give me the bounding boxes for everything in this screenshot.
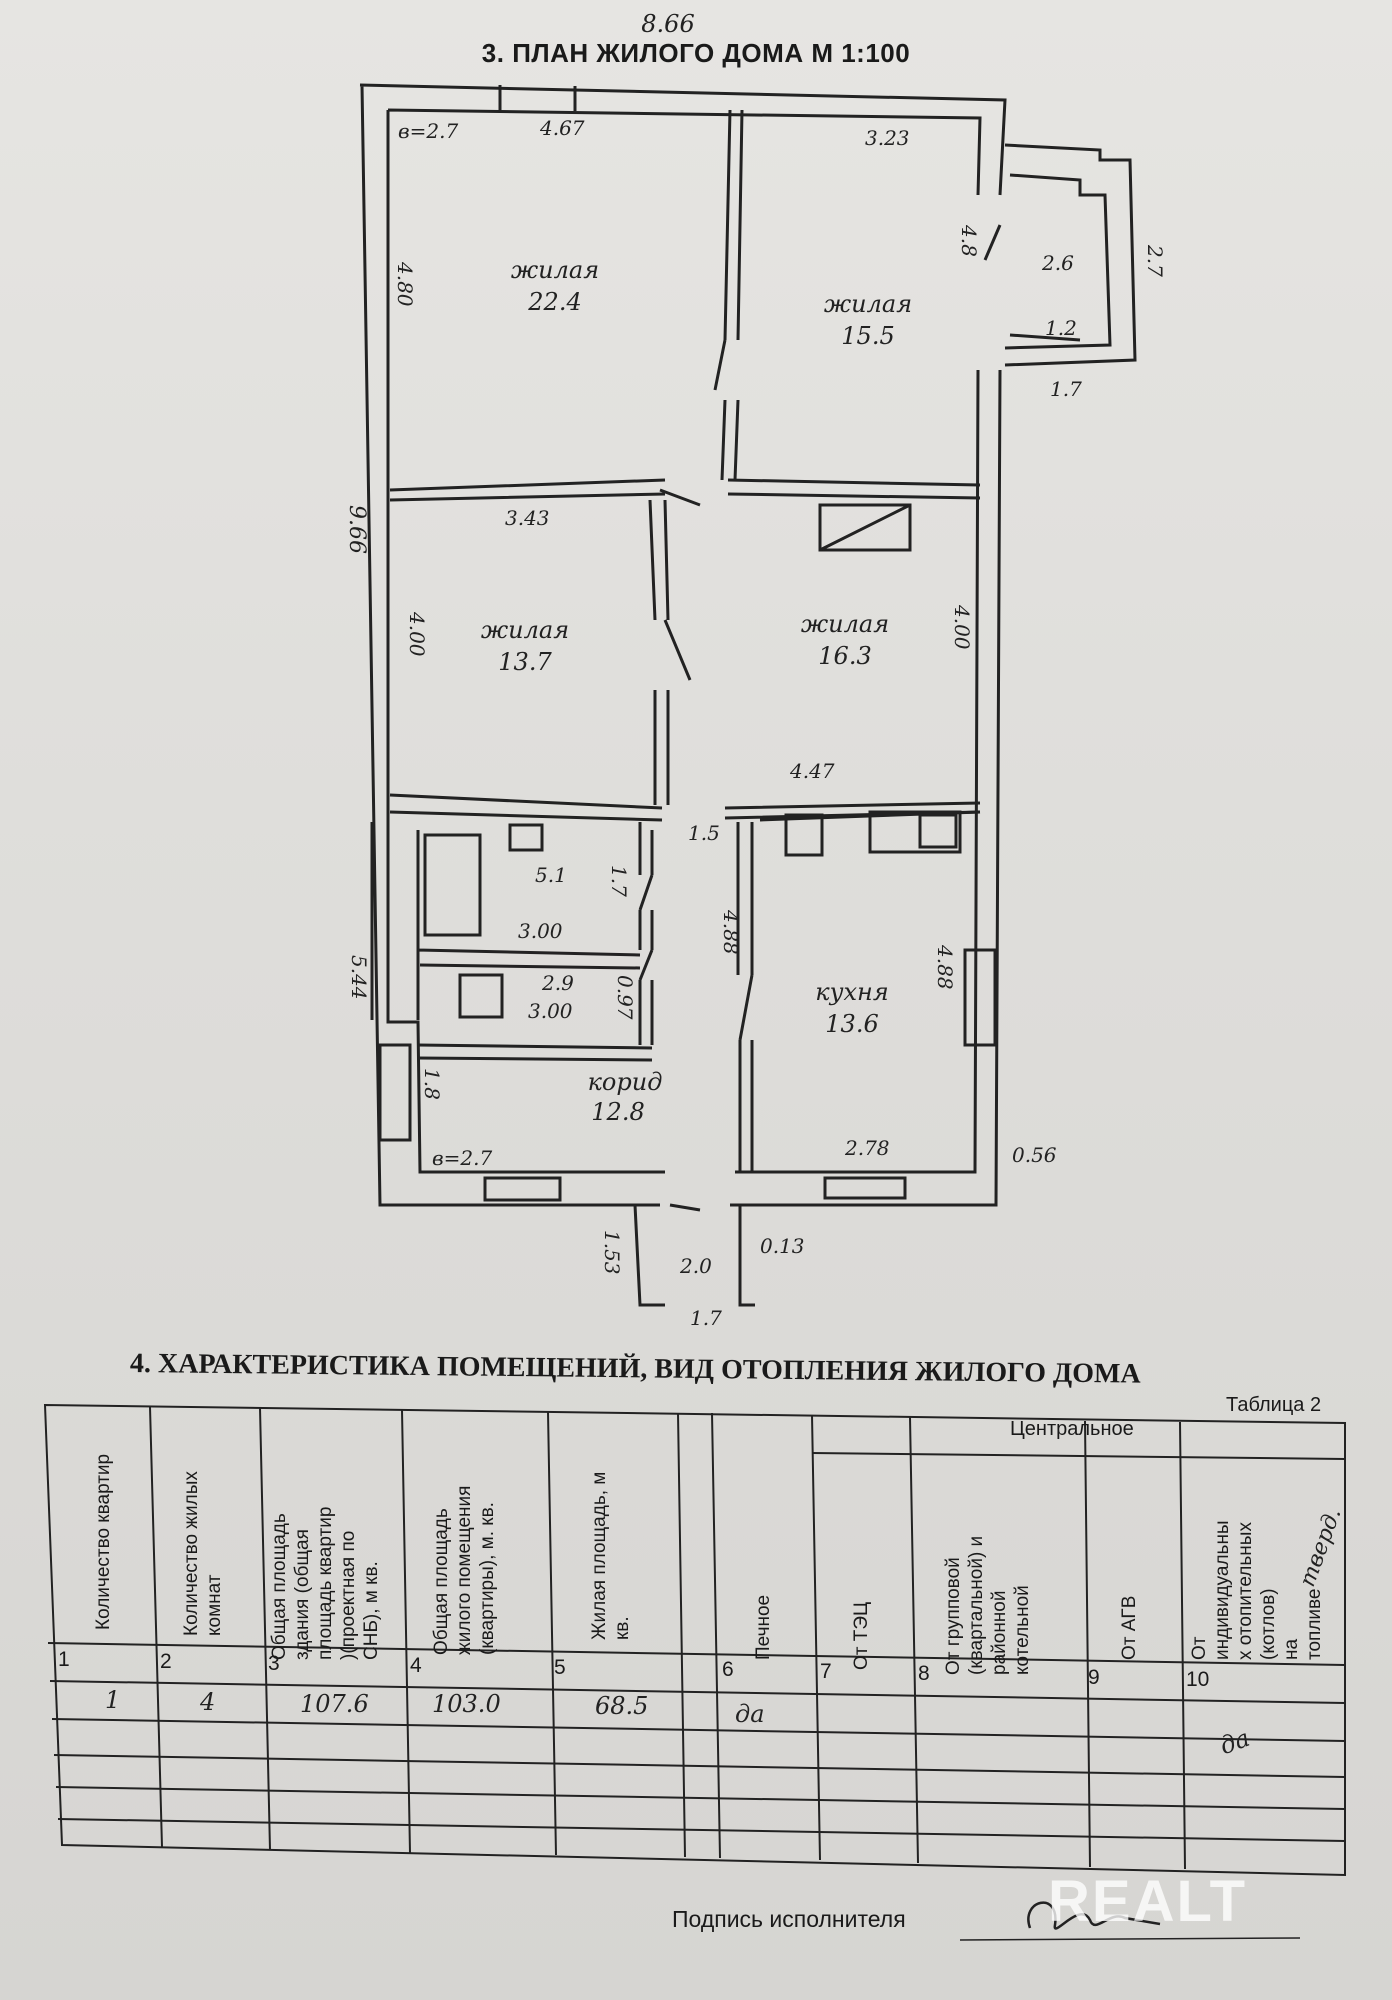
plan-title: 3. ПЛАН ЖИЛОГО ДОМА М 1:100 (481, 38, 911, 68)
dim: 1.2 (1045, 316, 1077, 340)
col-number: 6 (722, 1658, 734, 1681)
dim: 1.7 (690, 1306, 722, 1330)
col-number: 2 (160, 1650, 172, 1673)
dim: 1.8 (420, 1068, 444, 1100)
wall-mid-vertical (648, 499, 670, 805)
dim: 1.53 (600, 1230, 624, 1275)
ceiling-height: в=2.7 (398, 119, 458, 143)
room-area: 16.3 (818, 642, 871, 670)
cell-stove-heating: да (735, 1700, 765, 1728)
dim: 2.0 (679, 1254, 712, 1278)
kitchen-sink (784, 813, 824, 857)
col-header: Жилая площадь, м кв. (589, 1471, 633, 1640)
stove-burners (918, 813, 958, 849)
col-header: Общая площадь здания (общая площадь квар… (269, 1506, 382, 1660)
dim: 4.47 (789, 759, 835, 783)
ceiling-height: в=2.7 (432, 1146, 492, 1170)
col-number: 10 (1186, 1668, 1210, 1691)
room-area: 22.4 (527, 288, 581, 316)
toilet (458, 973, 504, 1019)
table-label: Таблица 2 (1226, 1394, 1322, 1416)
stove (868, 810, 962, 854)
dim: 4.88 (933, 944, 957, 990)
col-header: Количество квартир (93, 1453, 114, 1630)
room-name: корид (588, 1068, 663, 1096)
overall-width: 8.66 (641, 10, 694, 38)
wall-top-row (389, 478, 981, 502)
dim: 5.44 (347, 955, 371, 1000)
dim: 4.88 (719, 909, 743, 955)
realt-watermark: REALT (1048, 1869, 1248, 1934)
col-header: Количество жилых комнат (181, 1471, 225, 1636)
door-swing (638, 224, 1002, 1212)
dim: 3.23 (865, 126, 910, 150)
col-number: 5 (554, 1656, 566, 1679)
group-header: Центральное (1010, 1418, 1134, 1440)
dim: 0.56 (1012, 1143, 1057, 1167)
col-number: 8 (918, 1662, 930, 1685)
col-header: Печное (753, 1594, 774, 1660)
dim: 3.43 (505, 506, 550, 530)
wall-mid-bottom (389, 793, 981, 822)
wall-top-vertical (720, 109, 744, 481)
characteristics-table (43, 1403, 1346, 1877)
col-header: От ТЭЦ (851, 1601, 872, 1670)
room-name: жилая (481, 616, 569, 644)
dim: 3.00 (528, 999, 573, 1023)
outer-wall (359, 83, 1007, 1207)
cell-total-building-area: 107.6 (300, 1690, 369, 1718)
cell-apartments: 1 (105, 1686, 121, 1714)
cell-living-area: 68.5 (595, 1692, 649, 1720)
sink-1 (508, 823, 544, 852)
room-area: 15.5 (841, 322, 894, 350)
dim: 4.00 (405, 611, 429, 657)
col-number: 9 (1088, 1666, 1100, 1689)
dim: 2.9 (541, 971, 574, 995)
col-number: 4 (410, 1654, 422, 1677)
room-area: 13.6 (825, 1010, 878, 1038)
dim: 4.8 (957, 224, 981, 257)
dim: 4.80 (393, 261, 417, 307)
col-header: От групповой (квартальной) и районной ко… (943, 1535, 1033, 1675)
dim: 2.7 (1143, 244, 1167, 277)
overall-height: 9.66 (344, 505, 369, 554)
col-number: 3 (268, 1652, 280, 1675)
dim: 3.00 (518, 919, 563, 943)
col-number: 7 (820, 1660, 832, 1683)
col-header: Общая площадь жилого помещения (квартиры… (431, 1485, 498, 1655)
chimney (818, 503, 912, 552)
room-name: кухня (815, 978, 889, 1006)
dim: 2.6 (1041, 251, 1074, 275)
dim: 1.7 (1050, 377, 1082, 401)
dim: 4.67 (539, 116, 585, 140)
col-number: 1 (58, 1648, 70, 1671)
floor-plan: жилая 22.4 жилая 15.5 жилая 13.7 жилая 1… (344, 10, 1167, 1330)
dim: 5.1 (535, 863, 567, 887)
bathtub (423, 833, 482, 937)
room-area: 13.7 (498, 648, 552, 676)
dim: 0.13 (760, 1234, 805, 1258)
room-name: жилая (801, 610, 889, 638)
room-name: жилая (511, 256, 599, 284)
dim: 2.78 (844, 1136, 890, 1160)
signature-line (960, 1901, 1301, 1941)
cell-total-dwelling-area: 103.0 (432, 1690, 501, 1718)
room-area: 12.8 (591, 1098, 644, 1126)
col-header: От АГВ (1119, 1595, 1140, 1660)
signature-label: Подпись исполнителя (672, 1906, 906, 1932)
annex-walls (1004, 143, 1137, 367)
kitchen-walls (736, 810, 981, 1172)
dim: 0.97 (613, 975, 637, 1020)
inner-outer-wall (386, 108, 982, 1174)
dim: 1.7 (607, 865, 631, 897)
bathroom-walls (370, 822, 654, 1062)
room-name: жилая (824, 290, 912, 318)
porch-walls (633, 1204, 755, 1307)
cell-rooms: 4 (200, 1688, 216, 1716)
dim: 1.5 (688, 821, 720, 845)
dim: 4.00 (950, 604, 974, 650)
